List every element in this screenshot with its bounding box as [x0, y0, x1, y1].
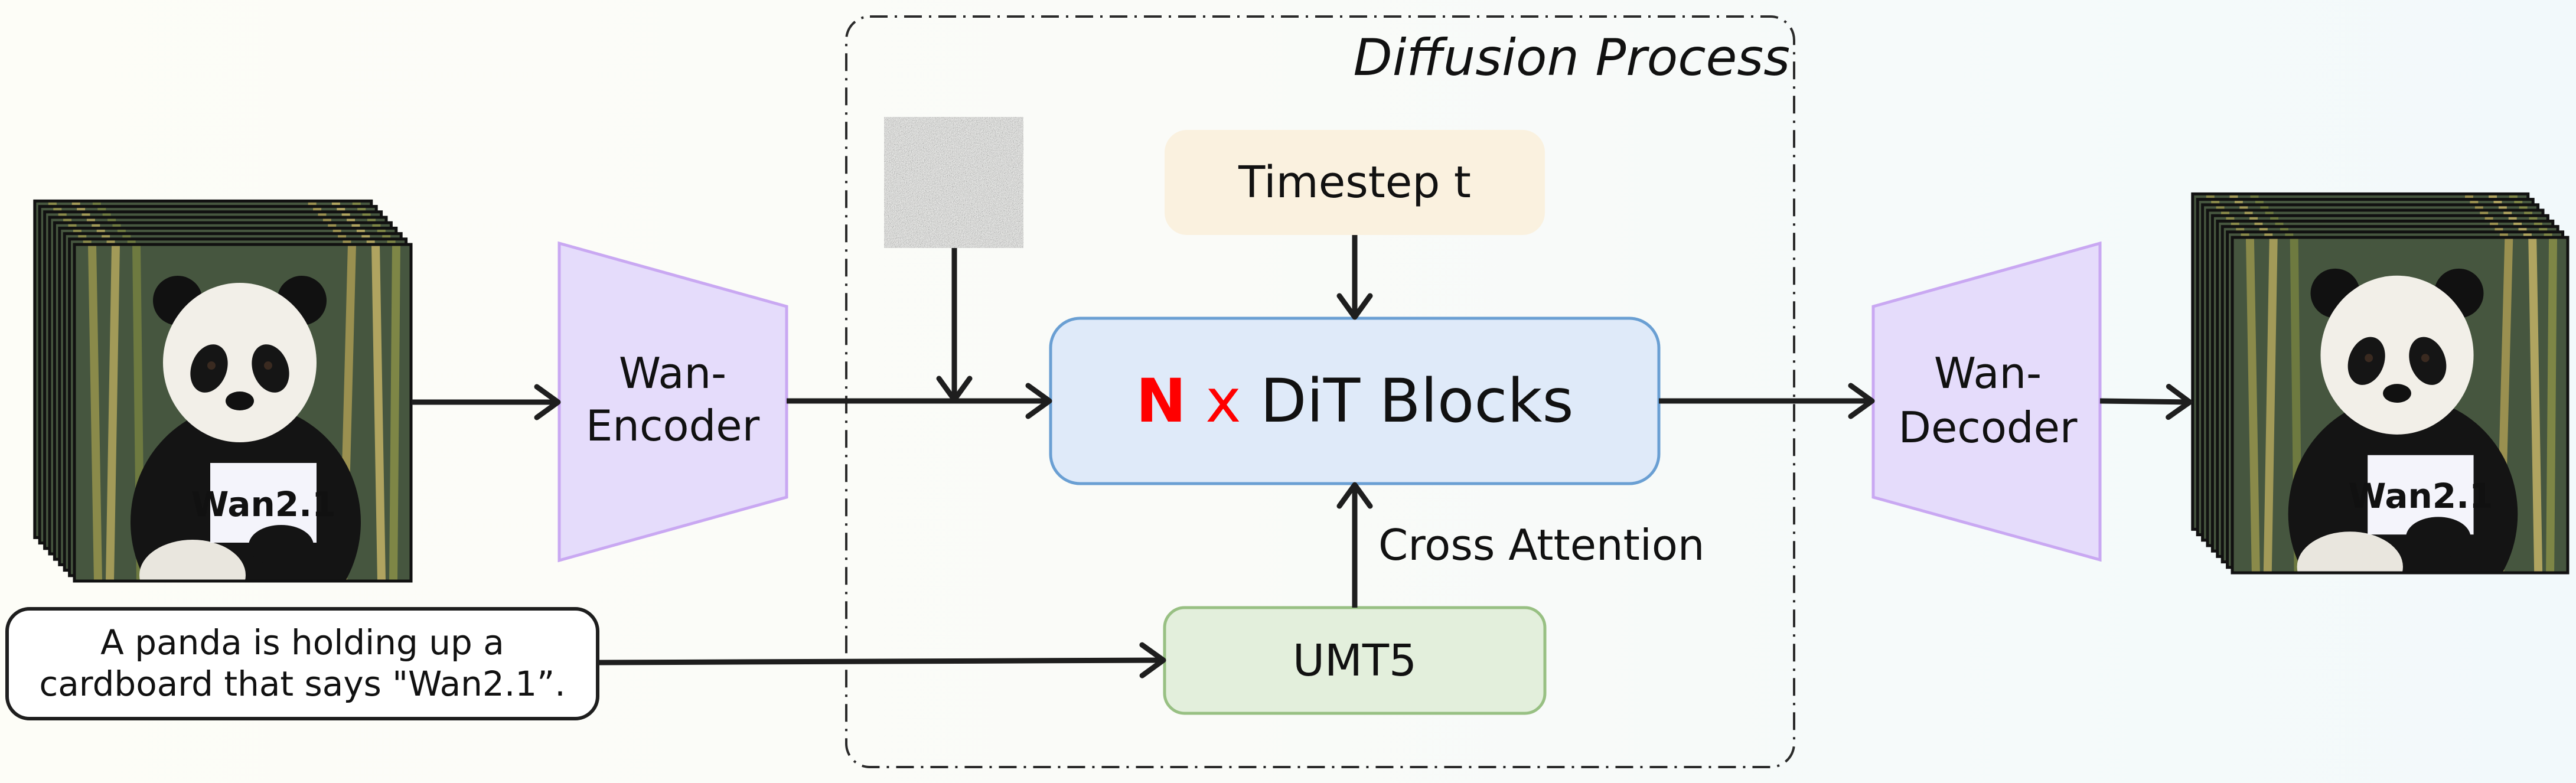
- prompt-line1: A panda is holding up a: [100, 622, 504, 663]
- umt5-label: UMT5: [1293, 635, 1417, 686]
- dit-multiply: x: [1205, 366, 1241, 436]
- output-video-frames: [2191, 192, 2570, 575]
- dit-blocks-box: N x DiT Blocks: [1049, 317, 1661, 485]
- svg-text:N x DiT Blocks: N x DiT Blocks: [1136, 366, 1573, 436]
- prompt-line2: cardboard that says "Wan2.1”.: [39, 664, 565, 704]
- diffusion-process-title: Diffusion Process: [1354, 28, 1790, 87]
- umt5-box: UMT5: [1163, 606, 1547, 715]
- diffusion-process-container: [845, 15, 1795, 768]
- encoder-label-line2: Encoder: [586, 401, 760, 451]
- wan-decoder: Wan- Decoder: [1871, 241, 2102, 562]
- wan-encoder: Wan- Encoder: [557, 241, 788, 563]
- timestep-label: Timestep t: [1238, 157, 1471, 208]
- decoder-label-line1: Wan-: [1934, 348, 2042, 398]
- input-video-frames: [33, 199, 413, 583]
- video-frame-border: [73, 243, 413, 583]
- dit-label: DiT Blocks: [1260, 366, 1574, 436]
- decoder-label-line2: Decoder: [1899, 403, 2078, 452]
- video-frame-border: [2231, 236, 2570, 575]
- input-sign-text: Wan2.1: [191, 484, 335, 524]
- dit-count-n: N: [1136, 366, 1186, 436]
- noise-image: [884, 117, 1023, 248]
- arrow-decoder-to-video: [2099, 384, 2193, 420]
- prompt-box: A panda is holding up a cardboard that s…: [5, 607, 599, 720]
- encoder-label-line1: Wan-: [619, 348, 726, 398]
- output-sign-text: Wan2.1: [2348, 476, 2493, 516]
- timestep-box: Timestep t: [1165, 130, 1545, 235]
- arrow-prompt-to-umt5: [597, 642, 1166, 678]
- cross-attention-label: Cross Attention: [1378, 520, 1705, 570]
